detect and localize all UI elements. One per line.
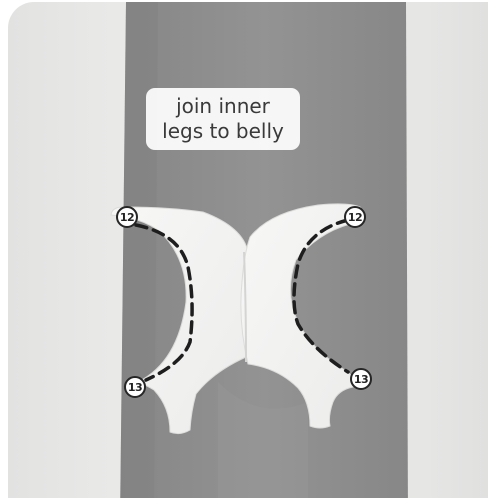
marker-left-top: 12 (116, 206, 138, 228)
marker-right-bottom: 13 (350, 368, 372, 390)
caption-line-1: join inner (176, 94, 270, 119)
instruction-caption: join inner legs to belly (146, 88, 300, 150)
photo-artwork (8, 2, 488, 498)
marker-left-bottom: 13 (124, 376, 146, 398)
sewing-photo (8, 2, 488, 498)
caption-line-2: legs to belly (162, 119, 284, 144)
marker-right-top: 12 (344, 206, 366, 228)
fleece-shadow (120, 2, 158, 498)
